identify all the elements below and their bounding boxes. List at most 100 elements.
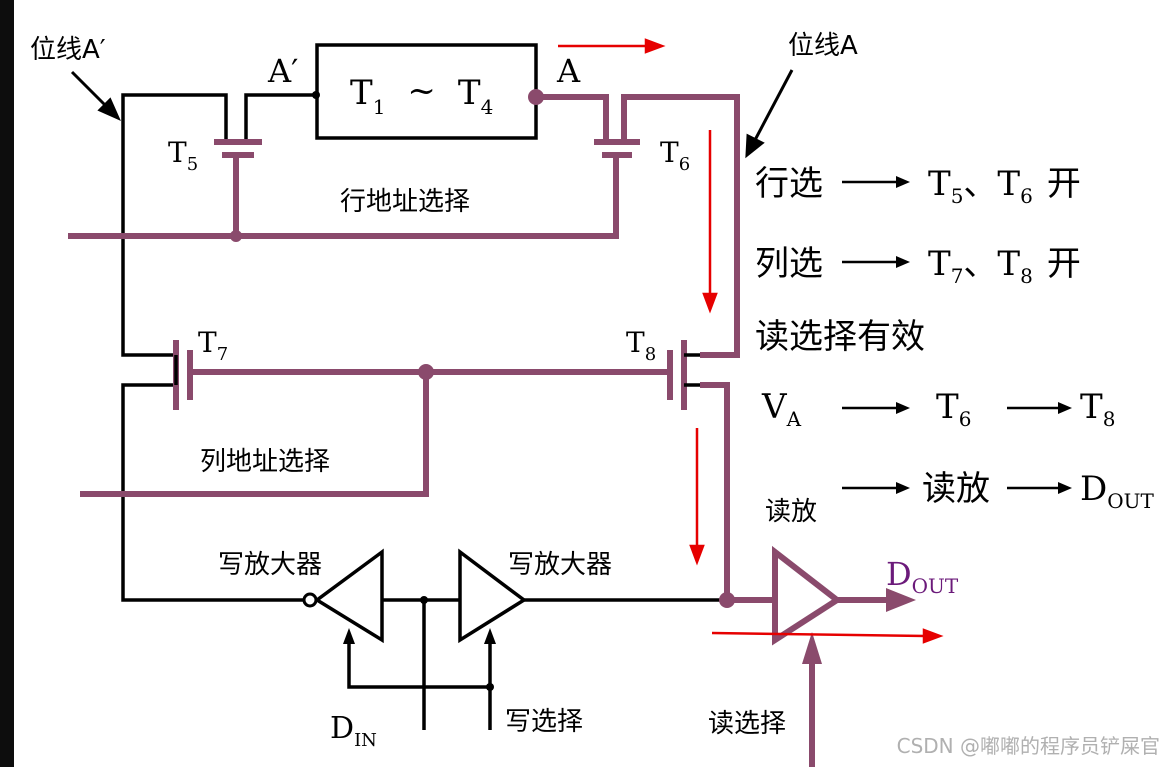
note-row-arrow-head: [896, 176, 910, 188]
col-select-junction-node: [418, 364, 434, 380]
din-label-sub: IN: [354, 730, 377, 751]
write-select-label: 写选择: [505, 707, 583, 737]
note-t6-t: T: [936, 387, 959, 427]
note-col-open: 开: [1047, 244, 1081, 284]
bitline-a-prime-pointer-line: [70, 70, 110, 110]
dout-arrow-head: [886, 588, 916, 612]
t5-label: T5: [168, 136, 198, 175]
note-readamp-out-arrow-head: [1058, 482, 1072, 494]
t8-label-t: T: [626, 326, 645, 359]
t7-label: T7: [198, 326, 228, 365]
t6-label: T6: [660, 136, 690, 175]
flow-arrow-top-head: [644, 38, 666, 54]
write-amp-left-inverter-bubble: [302, 592, 318, 608]
note-t8-t: T: [1080, 387, 1103, 427]
read-amp-label: 读放: [765, 497, 817, 527]
row-select-label: 行地址选择: [340, 187, 470, 217]
watermark: CSDN @嘟嘟的程序员铲屎官: [897, 734, 1160, 758]
note-read-select-valid: 读选择有效: [755, 317, 925, 357]
block-label-sub4: 4: [481, 95, 494, 119]
note-dout-d: D: [1080, 469, 1107, 509]
dout-label-sub: OUT: [912, 574, 959, 598]
row-select-line: [68, 155, 619, 239]
block-label-sub1: 1: [373, 95, 386, 119]
read-select-arrow-head: [802, 632, 822, 664]
note-t6: T6: [936, 387, 971, 431]
a-prime-node: [312, 91, 320, 99]
note-row-t6-sub: 6: [1020, 184, 1033, 208]
note-col-t8-sub: 8: [1020, 264, 1033, 288]
bitline-a-prime-pointer-head: [97, 97, 121, 121]
pointer-arrows: [70, 69, 794, 159]
flow-arrow-dout-head: [922, 628, 944, 644]
t8-label: T8: [626, 326, 656, 365]
note-dout-sub: OUT: [1107, 489, 1154, 513]
flow-arrows: [558, 38, 944, 644]
note-va-sub: A: [786, 407, 802, 431]
col-select-line: [80, 372, 429, 497]
block-label-tilde: ~: [407, 71, 436, 111]
t8-label-sub: 8: [645, 344, 656, 365]
note-t6-sub: 6: [959, 407, 972, 431]
write-amp-left: [313, 548, 384, 644]
write-amp-right: [458, 548, 528, 644]
bitline-a-prime-wire: [121, 93, 228, 357]
note-col-arrow-head: [896, 256, 910, 268]
read-amp: [772, 545, 843, 646]
block-label-t1: T: [350, 73, 373, 113]
note-row-t5: T: [928, 164, 951, 204]
flow-arrow-bitline-head: [702, 292, 718, 314]
note-dout: DOUT: [1080, 469, 1155, 513]
bitline-a-label: 位线A: [788, 31, 858, 61]
write-amp-right-select-arrow: [484, 628, 496, 644]
din-junction-node: [420, 596, 428, 604]
t8-channel-leads: [174, 353, 700, 387]
din-label-d: D: [330, 711, 354, 746]
node-a-to-t6-wire: [536, 94, 609, 140]
read-path-wires: [68, 94, 895, 767]
dout-label: DOUT: [886, 555, 959, 598]
read-amp-input-node: [719, 592, 735, 608]
write-select-wire: [347, 640, 492, 689]
write-select-junction-node: [486, 683, 494, 691]
read-select-label: 读选择: [708, 709, 786, 739]
flow-arrow-dout-line: [711, 631, 927, 638]
col-select-label: 列地址选择: [200, 447, 330, 477]
block-label: T1~T4: [350, 71, 493, 119]
diagram-background: [14, 0, 1167, 767]
write-amp-left-label: 写放大器: [218, 550, 322, 580]
a-prime-to-block-wire: [244, 93, 316, 142]
write-amp-right-label: 写放大器: [508, 550, 612, 580]
write-amp-left-select-arrow: [343, 628, 355, 644]
t8-to-read-amp-wire: [700, 382, 730, 600]
note-read-amp: 读放: [922, 469, 990, 509]
block-label-t4: T: [458, 73, 481, 113]
t5-label-t: T: [168, 136, 187, 169]
note-col-t7: T: [928, 244, 951, 284]
flow-arrow-t8-head: [689, 544, 705, 566]
note-row-select: 行选: [755, 164, 823, 204]
note-t6-arrow-head: [1058, 402, 1072, 414]
bitline-a-pointer-line: [753, 69, 794, 141]
note-t8: T8: [1080, 387, 1115, 431]
note-row-t5-sub: 5: [951, 184, 964, 208]
note-va-v: V: [761, 387, 788, 427]
note-col-t8: T: [997, 244, 1020, 284]
note-row-open: 开: [1047, 164, 1081, 204]
note-readamp-in-arrow-head: [896, 482, 910, 494]
bitline-a-wire: [621, 94, 740, 358]
note-va: VA: [761, 387, 802, 431]
t6-label-t: T: [660, 136, 679, 169]
a-prime-label: A′: [267, 52, 298, 90]
a-label: A: [556, 52, 581, 90]
note-row-sep: 、: [963, 164, 997, 204]
row-select-junction-node: [230, 230, 242, 242]
note-t8-sub: 8: [1103, 407, 1116, 431]
bitline-a-pointer-head: [745, 133, 765, 159]
t7-label-sub: 7: [217, 344, 228, 365]
node-a: [528, 89, 544, 105]
